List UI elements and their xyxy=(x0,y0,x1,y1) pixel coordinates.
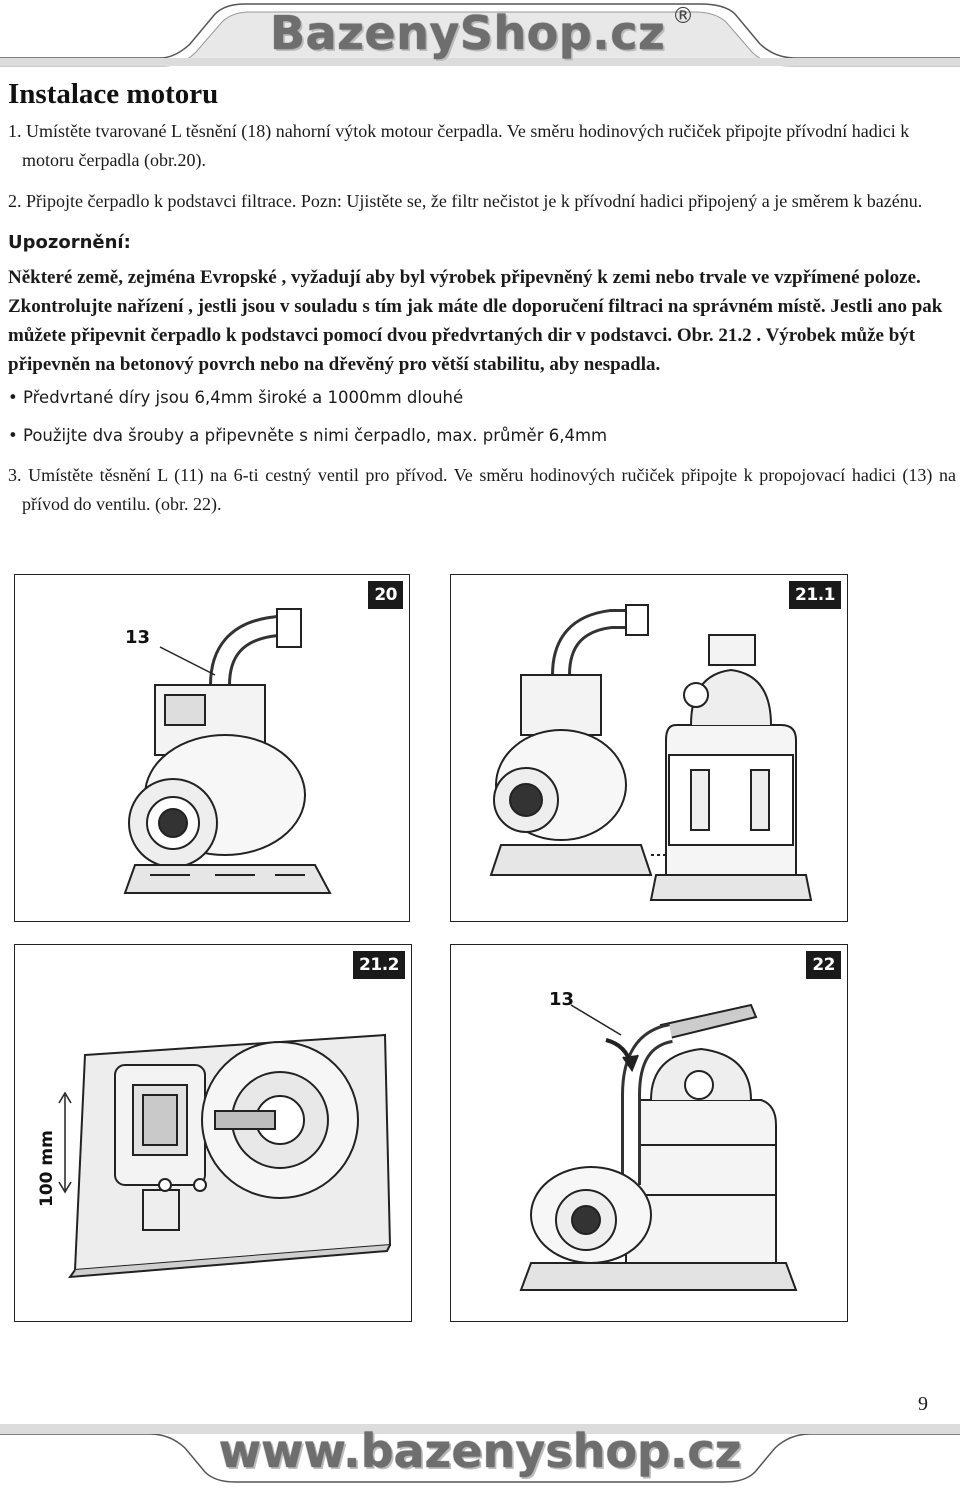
bullet-2: • Použijte dva šrouby a připevněte s nim… xyxy=(8,426,608,445)
bullet-1: • Předvrtané díry jsou 6,4mm široké a 10… xyxy=(8,388,464,407)
figure-21-2: 21.2 100 mm xyxy=(14,944,412,1322)
page-title: Instalace motoru xyxy=(8,78,219,110)
callout-label: 13 xyxy=(549,989,575,1010)
registered-mark: ® xyxy=(672,4,694,29)
main-content: Instalace motoru 1. Umístěte tvarované L… xyxy=(8,78,956,519)
figure-22: 22 13 xyxy=(450,944,848,1322)
step-2: 2. Připojte čerpadlo k podstavci filtrac… xyxy=(8,191,923,211)
figure-badge: 22 xyxy=(806,951,841,979)
pump-with-hose-illustration xyxy=(123,608,332,894)
footer-band xyxy=(0,1420,960,1503)
footer-website-url: www.bazenyshop.cz xyxy=(218,1424,742,1478)
brand-logo-top: BazenyShop.cz xyxy=(270,6,666,60)
callout-label: 13 xyxy=(125,627,151,648)
warning-body: Některé země, zejména Evropské , vyžaduj… xyxy=(8,267,943,375)
dimension-label: 100 mm xyxy=(37,1130,57,1207)
top-view-mounting-illustration xyxy=(58,1033,392,1279)
pump-attached-to-filter-illustration xyxy=(489,604,813,901)
step-3: 3. Umístěte těsnění L (11) na 6-ti cestn… xyxy=(8,465,956,514)
warning-heading: Upozornění: xyxy=(8,232,131,253)
figure-badge: 21.2 xyxy=(353,951,405,979)
figure-20: 20 13 xyxy=(14,574,410,922)
page-number: 9 xyxy=(918,1393,928,1415)
pump-hose-to-valve-illustration xyxy=(519,1003,798,1291)
figure-21-1: 21.1 xyxy=(450,574,848,922)
step-1: 1. Umístěte tvarované L těsnění (18) nah… xyxy=(8,121,910,170)
header-band xyxy=(0,0,960,72)
figure-badge: 20 xyxy=(368,581,403,609)
figure-badge: 21.1 xyxy=(789,581,841,609)
